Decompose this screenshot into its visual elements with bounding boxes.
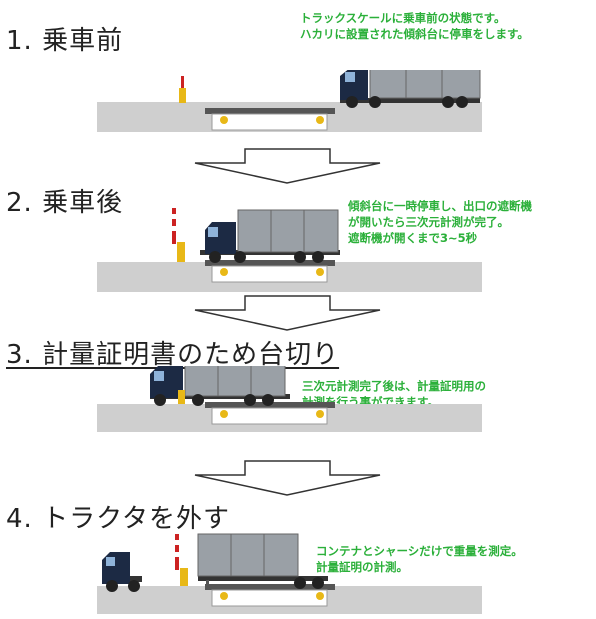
down-arrow-2: [194, 295, 381, 331]
truck-container: [369, 70, 481, 99]
load-cell: [220, 268, 228, 276]
scale-platform: [205, 260, 335, 266]
truck-wheel: [262, 394, 274, 406]
step-1-illustration: [97, 70, 482, 132]
container: [197, 533, 299, 577]
step-4-illustration: [97, 533, 482, 614]
scale-pit: [211, 113, 328, 131]
scale-pit: [211, 407, 328, 425]
step-2-title: 2. 乗車後: [6, 188, 124, 218]
load-cell: [220, 410, 228, 418]
truck-wheel: [244, 394, 256, 406]
load-cell: [316, 410, 324, 418]
load-cell: [220, 116, 228, 124]
scale-platform: [205, 584, 335, 590]
gate-post: [179, 88, 186, 103]
step-1-note-line-1: トラックスケールに乗車前の状態です。: [300, 11, 506, 25]
chassis-wheel: [294, 577, 306, 589]
tractor-wheel: [128, 580, 140, 592]
gate-post: [178, 390, 185, 404]
load-cell: [316, 268, 324, 276]
truck-cab: [205, 222, 236, 254]
truck-container: [184, 366, 286, 397]
step-4-title: 4. トラクタを外す: [6, 504, 231, 534]
step-2-note-line-2: が開いたら三次元計測が完了。: [348, 215, 509, 229]
truck-wheel: [442, 96, 454, 108]
landing-leg: [206, 580, 209, 586]
step-2-illustration: [97, 208, 482, 292]
down-arrow-3: [194, 460, 381, 496]
down-arrow-1: [194, 148, 381, 184]
chassis-wheel: [312, 577, 324, 589]
step-4-note: コンテナとシャーシだけで重量を測定。 計量証明の計測。: [316, 543, 523, 575]
chassis-bed: [198, 576, 328, 581]
step-1-title: 1. 乗車前: [6, 26, 124, 56]
truck-wheel: [369, 96, 381, 108]
step-1-note: トラックスケールに乗車前の状態です。 ハカリに設置された傾斜台に停車をします。: [300, 10, 529, 42]
truck-wheel: [192, 394, 204, 406]
scale-pit: [211, 265, 328, 283]
step-3-title: 3. 計量証明書のため台切り: [6, 340, 340, 370]
tractor-wheel: [106, 580, 118, 592]
truck-wheel: [209, 251, 221, 263]
scale-pit: [211, 589, 328, 607]
step-3-illustration: [97, 366, 482, 432]
truck-wheel: [312, 251, 324, 263]
load-cell: [316, 116, 324, 124]
step-4-note-line-1: コンテナとシャーシだけで重量を測定。: [316, 544, 523, 558]
gate-post: [180, 568, 188, 586]
step-1-note-line-2: ハカリに設置された傾斜台に停車をします。: [300, 27, 529, 41]
tractor-cab: [102, 552, 130, 584]
truck-trailer-bed: [340, 98, 480, 103]
load-cell: [316, 592, 324, 600]
step-2-note: 傾斜台に一時停車し、出口の遮断機 が開いたら三次元計測が完了。 遮断機が開くまで…: [348, 198, 532, 246]
step-3-note-line-1: 三次元計測完了後は、計量証明用の: [302, 379, 486, 393]
step-4-note-line-2: 計量証明の計測。: [316, 560, 408, 574]
gate-post: [177, 242, 185, 262]
step-2-note-line-1: 傾斜台に一時停車し、出口の遮断機: [348, 199, 532, 213]
truck-wheel: [234, 251, 246, 263]
truck-wheel: [456, 96, 468, 108]
truck-wheel: [294, 251, 306, 263]
scale-platform: [205, 108, 335, 114]
load-cell: [220, 592, 228, 600]
truck-wheel: [154, 394, 166, 406]
gate-arm: [181, 76, 184, 88]
step-2-note-line-3: 遮断機が開くまで3~5秒: [348, 231, 478, 245]
truck-container: [237, 209, 339, 253]
truck-wheel: [346, 96, 358, 108]
